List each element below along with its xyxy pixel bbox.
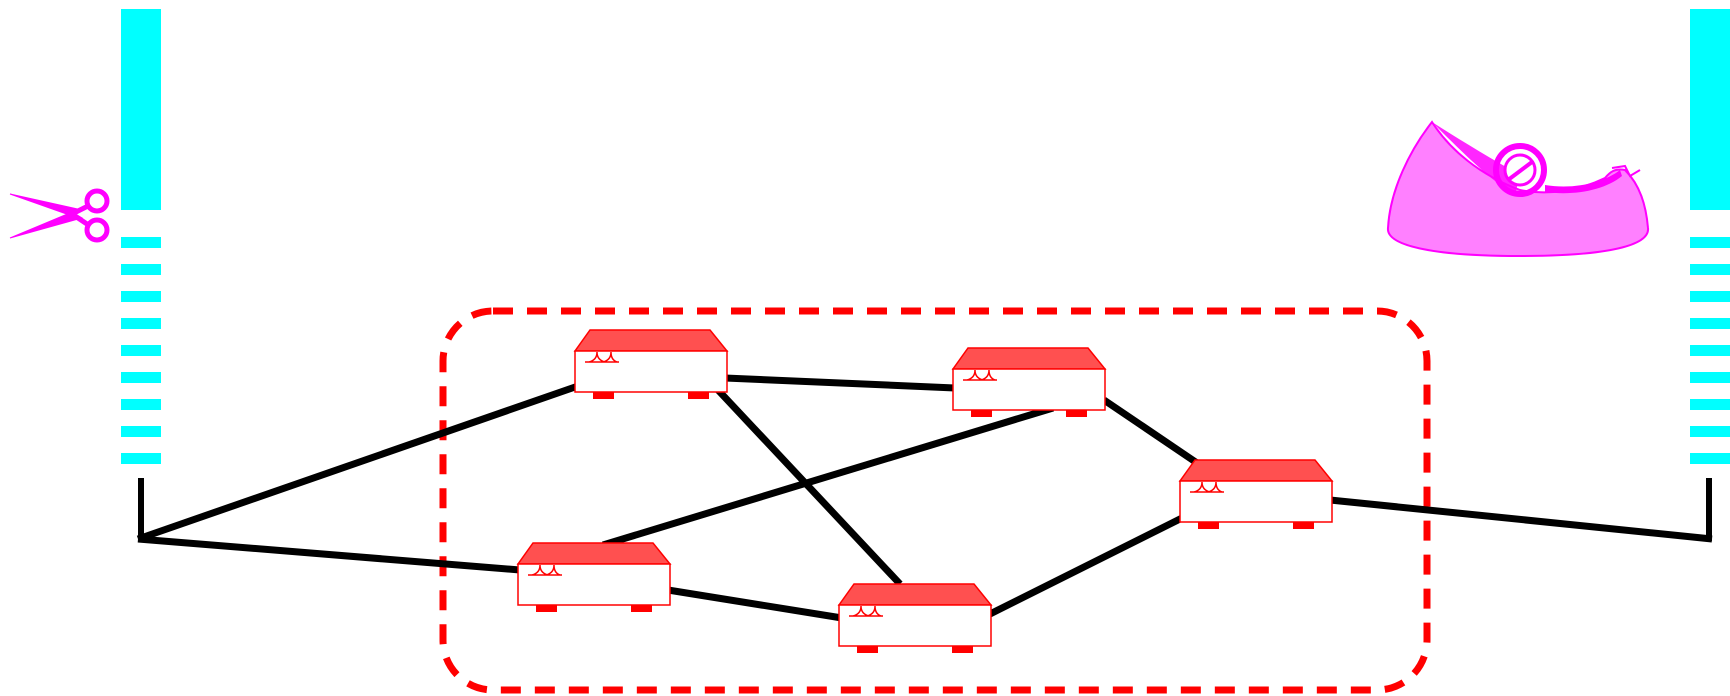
router-icon <box>837 583 993 653</box>
left-cable-dash <box>121 237 161 248</box>
router-icon <box>573 329 729 399</box>
right-cable-dash <box>1690 426 1730 437</box>
link-r4-r5 <box>667 586 843 622</box>
link-r5-r3 <box>988 512 1188 618</box>
right-cable-dash <box>1690 318 1730 329</box>
link-r2-r3 <box>1102 397 1202 468</box>
link-left-r1 <box>136 382 580 543</box>
left-cable-cut-segments <box>121 237 161 464</box>
link-left-r4 <box>137 535 521 574</box>
link-r3-right <box>1329 496 1713 543</box>
left-cable-dash <box>121 426 161 437</box>
routers <box>516 329 1334 653</box>
left-cable-dash <box>121 399 161 410</box>
right-cable-dash <box>1690 372 1730 383</box>
link-r1-r2 <box>724 374 956 392</box>
router-icon <box>1178 459 1334 529</box>
right-cable-dash <box>1690 399 1730 410</box>
right-cable-dash <box>1690 264 1730 275</box>
left-cable <box>121 9 161 537</box>
right-cable <box>1690 9 1730 541</box>
network-cloud-boundary <box>439 307 1431 694</box>
network-links <box>136 374 1713 622</box>
scissors-icon <box>9 188 110 243</box>
tape-dispenser-icon <box>1386 120 1650 258</box>
right-cable-dash <box>1690 291 1730 302</box>
right-cable-dash <box>1690 237 1730 248</box>
right-cable-dash <box>1690 453 1730 464</box>
left-cable-solid <box>121 9 161 210</box>
link-r2-r4 <box>601 404 1055 549</box>
router-icon <box>951 347 1107 417</box>
right-cable-dash <box>1690 345 1730 356</box>
left-cable-dash <box>121 264 161 275</box>
left-cable-dash <box>121 453 161 464</box>
left-cable-dash <box>121 291 161 302</box>
link-r1-r5 <box>715 387 903 587</box>
router-icon <box>516 542 672 612</box>
left-cable-dash <box>121 372 161 383</box>
left-cable-dash <box>121 318 161 329</box>
right-cable-solid <box>1690 9 1730 210</box>
right-cable-cut-segments <box>1690 237 1730 464</box>
left-cable-dash <box>121 345 161 356</box>
